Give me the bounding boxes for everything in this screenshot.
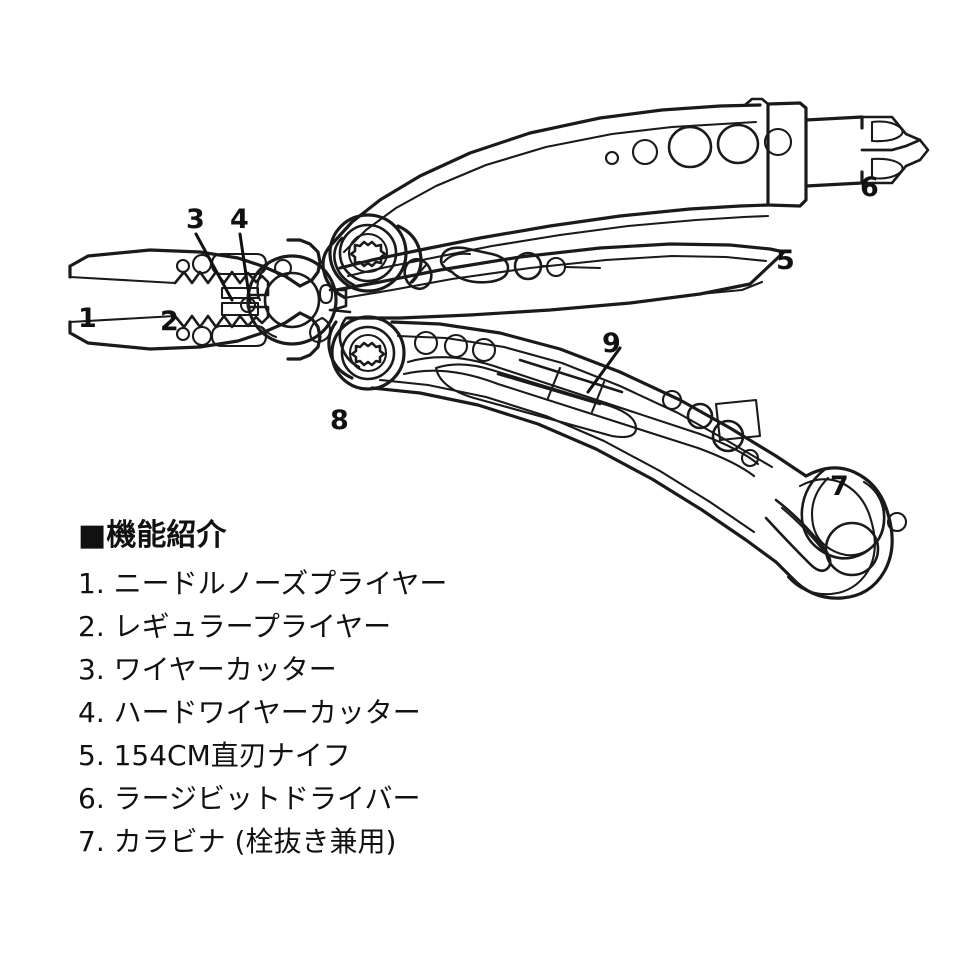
upper-handle-group bbox=[330, 97, 930, 278]
callout-2: 2 bbox=[160, 306, 179, 337]
plier-head-group bbox=[68, 238, 338, 361]
callout-1: 1 bbox=[78, 303, 97, 334]
list-item: 7. カラビナ (栓抜き兼用) bbox=[78, 825, 397, 858]
leader-line-9 bbox=[586, 346, 622, 394]
features-section: ■機能紹介 1. ニードルノーズプライヤー 2. レギュラープライヤー 3. ワ… bbox=[78, 516, 718, 863]
knife-blade-group bbox=[334, 242, 786, 320]
list-item: 1. ニードルノーズプライヤー bbox=[78, 567, 448, 600]
leader-line-4 bbox=[238, 232, 252, 304]
list-item: 2. レギュラープライヤー bbox=[78, 610, 392, 643]
list-item: 4. ハードワイヤーカッター bbox=[78, 696, 421, 729]
callout-7: 7 bbox=[830, 471, 849, 502]
callout-8: 8 bbox=[330, 405, 349, 436]
pivot-assembly-group bbox=[321, 213, 602, 391]
list-item: 3. ワイヤーカッター bbox=[78, 653, 337, 686]
features-list: 1. ニードルノーズプライヤー 2. レギュラープライヤー 3. ワイヤーカッタ… bbox=[78, 562, 718, 863]
multi-tool-diagram: 1 2 3 4 5 6 7 8 9 bbox=[68, 97, 930, 600]
lower-handle-group bbox=[370, 320, 908, 600]
list-item: 5. 154CM直刃ナイフ bbox=[78, 739, 351, 772]
callout-9: 9 bbox=[602, 328, 621, 359]
callout-3: 3 bbox=[186, 204, 205, 235]
callout-5: 5 bbox=[776, 245, 795, 276]
list-item: 6. ラージビットドライバー bbox=[78, 782, 421, 815]
features-heading: ■機能紹介 bbox=[78, 518, 227, 553]
callout-4: 4 bbox=[230, 204, 249, 235]
callout-6: 6 bbox=[860, 172, 879, 203]
leader-line-3 bbox=[194, 232, 234, 302]
